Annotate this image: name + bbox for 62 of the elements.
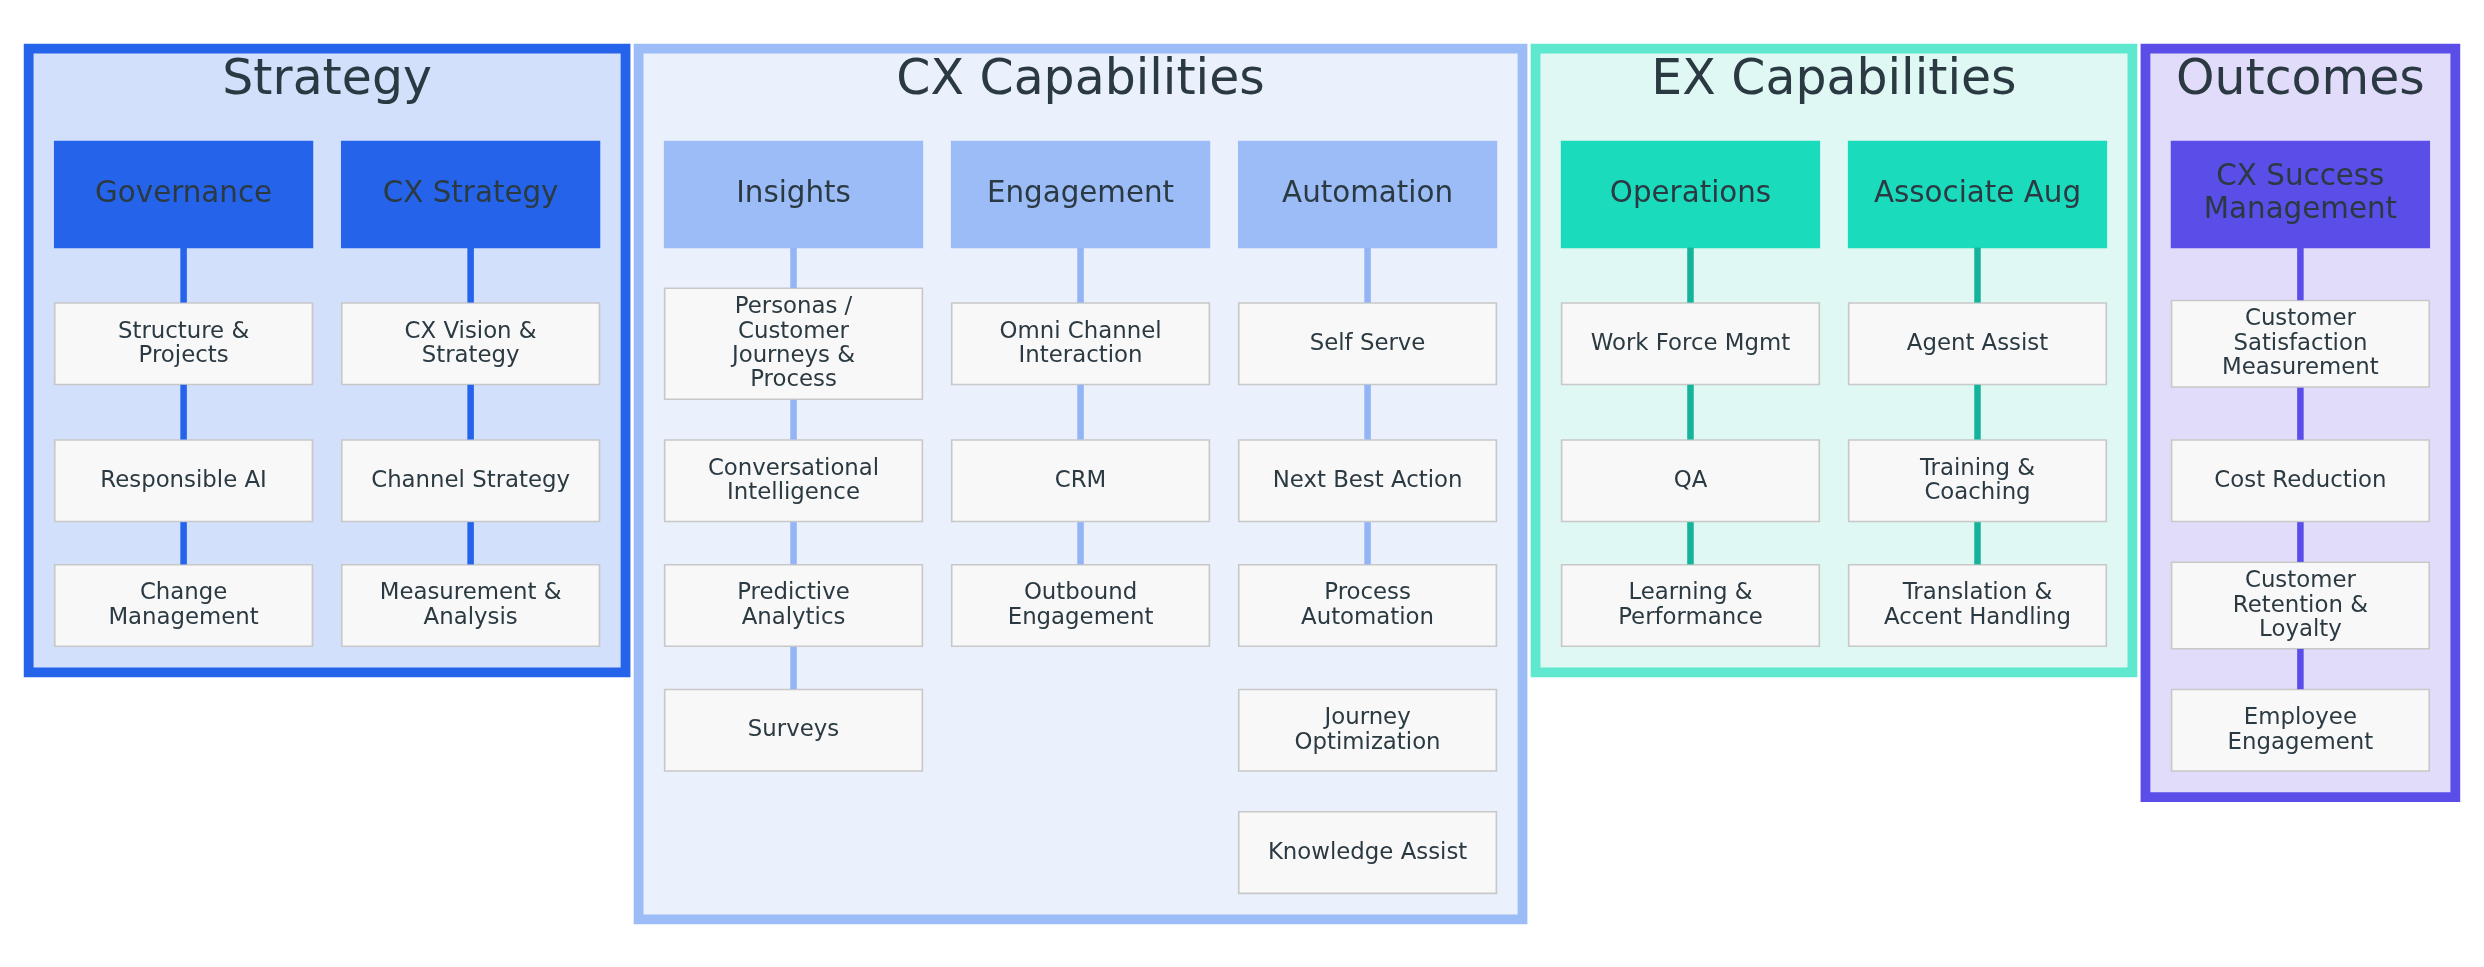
node-box: Outbound Engagement	[950, 563, 1211, 647]
connector	[1687, 247, 1694, 303]
node-box: CX Vision & Strategy	[340, 301, 601, 385]
connector	[1974, 384, 1981, 440]
connector	[790, 521, 797, 564]
connector	[1687, 521, 1694, 564]
connector	[1077, 384, 1084, 440]
node-box: Journey Optimization	[1237, 688, 1498, 772]
node-box: Cost Reduction	[2170, 438, 2431, 522]
connector	[1077, 247, 1084, 303]
node-box: Responsible AI	[53, 438, 314, 522]
node-box: CRM	[950, 438, 1211, 522]
node-box: Personas / Customer Journeys & Process	[663, 287, 924, 400]
node-box: Process Automation	[1237, 563, 1498, 647]
connector	[2297, 521, 2304, 562]
connector	[1364, 384, 1371, 440]
node-box: Insights	[663, 140, 924, 248]
node-box: Learning & Performance	[1560, 563, 1821, 647]
connector	[180, 247, 187, 303]
connector	[1974, 247, 1981, 303]
node-box: Customer Retention & Loyalty	[2170, 560, 2431, 650]
connector	[2297, 247, 2304, 300]
node-box: Training & Coaching	[1847, 438, 2108, 522]
connector	[467, 384, 474, 440]
connector	[467, 247, 474, 303]
node-box: CX Success Management	[2170, 140, 2431, 248]
node-box: CX Strategy	[340, 140, 601, 248]
node-box: Next Best Action	[1237, 438, 1498, 522]
node-box: Agent Assist	[1847, 301, 2108, 385]
node-box: Self Serve	[1237, 301, 1498, 385]
connector	[2297, 387, 2304, 440]
connector	[2297, 648, 2304, 689]
node-box: Employee Engagement	[2170, 688, 2431, 772]
node-box: Conversational Intelligence	[663, 438, 924, 522]
node-box: Automation	[1237, 140, 1498, 248]
connector	[180, 384, 187, 440]
node-box: QA	[1560, 438, 1821, 522]
connector	[790, 646, 797, 689]
connector	[1077, 521, 1084, 564]
node-box: Change Management	[53, 563, 314, 647]
node-box: Translation & Accent Handling	[1847, 563, 2108, 647]
node-box: Channel Strategy	[340, 438, 601, 522]
connector	[790, 399, 797, 440]
node-box: Structure & Projects	[53, 301, 314, 385]
connector	[1364, 521, 1371, 564]
node-box: Engagement	[950, 140, 1211, 248]
node-box: Work Force Mgmt	[1560, 301, 1821, 385]
connector	[1687, 384, 1694, 440]
connector	[1364, 247, 1371, 303]
node-box: Associate Aug	[1847, 140, 2108, 248]
node-box: Surveys	[663, 688, 924, 772]
node-box: Knowledge Assist	[1237, 810, 1498, 894]
connector	[467, 521, 474, 564]
node-box: Predictive Analytics	[663, 563, 924, 647]
connector	[790, 247, 797, 288]
node-box: Customer Satisfaction Measurement	[2170, 299, 2431, 388]
node-box: Operations	[1560, 140, 1821, 248]
node-box: Omni Channel Interaction	[950, 301, 1211, 385]
node-box: Measurement & Analysis	[340, 563, 601, 647]
connector	[1974, 521, 1981, 564]
node-box: Governance	[53, 140, 314, 248]
connector	[180, 521, 187, 564]
